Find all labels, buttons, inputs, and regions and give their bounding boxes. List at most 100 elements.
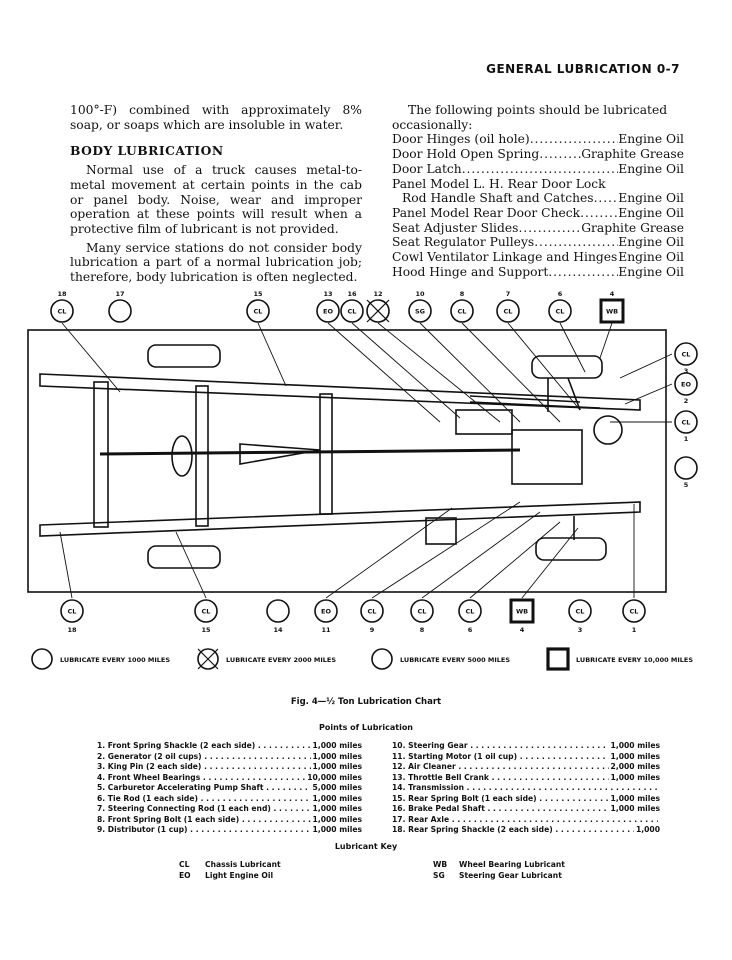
legend-circle-icon [371,648,393,670]
point-label: 6. Tie Rod (1 each side) [97,794,311,805]
point-miles: 1,000 miles [312,804,362,813]
marker-circle [60,599,84,623]
body-point-row: Cowl Ventilator Linkage and HingesEngine… [392,250,684,265]
marker-number: 13 [323,290,332,298]
legend-circle-icon [31,648,53,670]
leader-line [59,531,73,599]
rear-wheel-upper [147,344,221,368]
marker-number: 18 [57,290,67,298]
point-row: 9. Distributor (1 cup)1,000 miles [97,825,362,836]
point-row: 18. Rear Spring Shackle (2 each side)1,0… [392,825,660,836]
rear-wheel-lower [147,545,221,569]
point-label: 5. Carburetor Accelerating Pump Shaft [97,783,311,794]
body-point-lubricant: Engine Oil [618,250,684,265]
body-point-name: Door Hinges (oil hole) [392,132,530,147]
legend-item: LUBRICATE EVERY 2000 MILES [197,648,336,670]
rear-crossmember-2 [195,385,209,527]
point-label: 2. Generator (2 oil cups) [97,752,311,763]
page-header: GENERAL LUBRICATION 0-7 [486,62,680,76]
leader-line [421,511,541,599]
key-code: CL [179,860,190,869]
point-row: 2. Generator (2 oil cups)1,000 miles [97,752,362,763]
marker-number: 9 [370,626,375,634]
body-point-name: Seat Regulator Pulleys [392,235,535,250]
marker-circle [314,599,338,623]
cross-mark [366,299,390,323]
key-code: EO [179,871,191,880]
point-label: 13. Throttle Bell Crank [392,773,609,784]
marker-circle [316,299,340,323]
leader-line [377,322,501,423]
marker-number: 8 [460,290,465,298]
legend-label: LUBRICATE EVERY 5000 MILES [400,656,510,664]
differential [171,435,193,477]
legend-cross-icon [197,648,219,670]
leader-line [624,383,673,405]
marker-number: 12 [373,290,382,298]
marker-circle [548,299,572,323]
marker-number: 1 [684,435,689,443]
leader-line [599,322,613,359]
legend-label: LUBRICATE EVERY 10,000 MILES [576,656,693,664]
body-point-name: Rod Handle Shaft and Catches [402,191,594,206]
point-label: 11. Starting Motor (1 oil cup) [392,752,609,763]
marker-number: 2 [684,397,689,405]
point-row: 17. Rear Axle [392,815,660,826]
marker-code: CL [556,308,565,316]
marker-1-cl: CL1 [674,410,698,443]
marker-code: CL [418,608,427,616]
marker-number: 6 [468,626,473,634]
point-miles: 1,000 miles [610,741,660,750]
wb-square-marker [509,598,535,624]
body-point-row: Door LatchEngine Oil [392,162,684,177]
point-row: 8. Front Spring Bolt (1 each side)1,000 … [97,815,362,826]
point-label: 10. Steering Gear [392,741,609,752]
marker-code: WB [606,308,618,316]
point-miles: 1,000 miles [610,793,660,803]
marker-circle [674,410,698,434]
marker-6-cl: CL6 [548,290,572,323]
point-miles: 1,000 miles [610,772,660,782]
marker-1-cl: CL1 [622,599,646,634]
legend-label: LUBRICATE EVERY 1000 MILES [60,656,170,664]
marker-circle [450,299,474,323]
body-point-name: Cowl Ventilator Linkage and Hinges [392,250,618,265]
key-name: Chassis Lubricant [205,860,281,869]
key-code: WB [433,860,448,869]
point-miles: 1,000 miles [312,741,362,750]
marker-circle [674,372,698,396]
point-row: 12. Air Cleaner2,000 miles [392,762,660,773]
marker-number: 8 [420,626,425,634]
body-point-name: Seat Adjuster Slides [392,220,519,235]
marker-number: 4 [610,290,615,298]
point-label: 1. Front Spring Shackle (2 each side) [97,741,311,752]
marker-number: 5 [684,481,689,489]
marker-code: CL [458,308,467,316]
marker-number: 14 [273,626,283,634]
marker-circle [246,299,270,323]
key-name: Light Engine Oil [205,871,274,880]
body-point-lubricant: Engine Oil [618,191,684,206]
lubricant-key-left: CL Chassis Lubricant EO Light Engine Oil [179,859,281,881]
key-code: SG [433,871,445,880]
marker-number: 11 [321,626,331,634]
marker-circle [674,456,698,480]
marker-circle [194,599,218,623]
point-label: 8. Front Spring Bolt (1 each side) [97,815,311,826]
center-crossmember [319,393,333,515]
point-row: 3. King Pin (2 each side)1,000 miles [97,762,362,773]
body-point-row: Seat Regulator PulleysEngine Oil [392,235,684,250]
point-miles: 1,000 miles [610,804,660,813]
legend-label: LUBRICATE EVERY 2000 MILES [226,656,336,664]
marker-circle [340,299,364,323]
point-miles: 1,000 miles [312,814,362,824]
leader-line [507,322,581,411]
leader-line [257,322,287,387]
generator [593,415,623,445]
front-wheel-lower [535,537,607,561]
leader-line [351,322,461,419]
